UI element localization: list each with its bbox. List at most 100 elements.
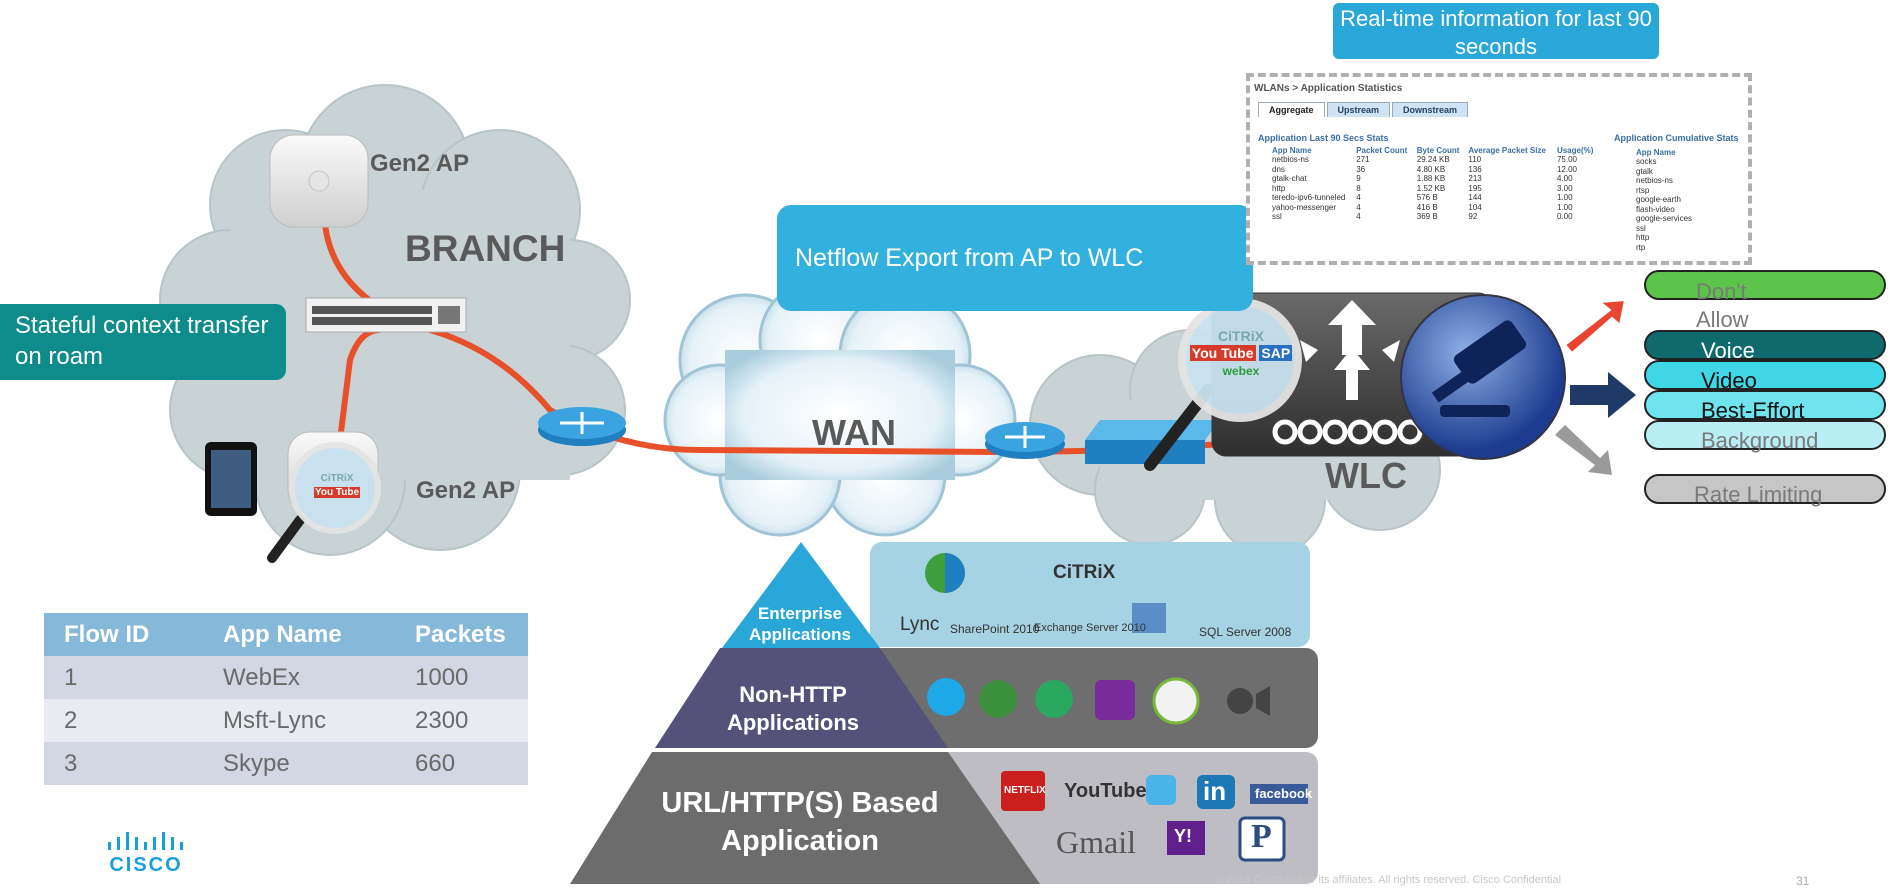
cell: http <box>1272 183 1286 193</box>
cell: flash-video <box>1636 204 1675 214</box>
cisco-logo: CISCO <box>106 832 186 875</box>
netflix-logo: NETFLIX <box>1004 785 1046 796</box>
cumulative-table: App Name socks gtalk netbios-ns rtsp goo… <box>1636 149 1740 252</box>
cell: 1.52 KB <box>1416 183 1446 193</box>
gavel-policy <box>1400 294 1566 460</box>
cell: netbios-ns <box>1272 155 1309 164</box>
facebook-logo: facebook <box>1255 786 1313 801</box>
nonhttp-app-icons <box>927 677 1270 725</box>
qos-background: Background <box>1644 420 1886 453</box>
cell: teredo-ipv6-tunneled <box>1272 193 1346 202</box>
cell: 213 <box>1468 174 1482 183</box>
cell: 4.00 <box>1556 174 1573 183</box>
qos-rate-limiting: Rate Limiting <box>1644 474 1886 507</box>
priority-arrows <box>1570 372 1636 418</box>
wlc-label: WLC <box>1325 455 1407 496</box>
cell: 3.00 <box>1556 183 1573 193</box>
cisco-bars-icon <box>108 832 183 850</box>
cell: 416 B <box>1416 202 1438 212</box>
stateful-callout: Stateful context transfer on roam <box>0 304 286 380</box>
router-branch <box>538 407 626 446</box>
qos-label: Don't Allow <box>1696 279 1749 332</box>
wan-label: WAN <box>812 412 896 453</box>
cell: 1000 <box>395 656 528 699</box>
cell: 4.80 KB <box>1416 164 1446 174</box>
netflow-callout: Netflow Export from AP to WLC <box>777 205 1253 311</box>
qos-label: Voice <box>1701 338 1755 363</box>
cell: 9 <box>1356 174 1361 183</box>
cumulative-row: google-earth <box>1636 195 1740 205</box>
cell: google-services <box>1636 214 1693 223</box>
col-usage: Usage(%) <box>1556 146 1594 155</box>
col-packet-count: Packet Count <box>1356 146 1408 155</box>
page-number: 31 <box>1796 874 1810 888</box>
cell: dns <box>1272 164 1285 174</box>
cell: 1.88 KB <box>1416 174 1446 183</box>
tab-upstream[interactable]: Upstream <box>1326 102 1391 117</box>
tab-downstream[interactable]: Downstream <box>1392 102 1469 117</box>
cell: rtp <box>1636 242 1646 252</box>
citrix-logo: CiTRiX <box>1053 562 1116 583</box>
magnifier-branch-logos: CiTRiX You Tube <box>302 472 372 500</box>
stats-row: http 8 1.52 KB 195 3.00 <box>1272 184 1602 194</box>
cell: 92 <box>1468 212 1478 221</box>
magnifier-wlc-logos: CiTRiX You Tube SAP webex <box>1186 328 1296 380</box>
qos-video: Video <box>1644 360 1886 393</box>
ap-top <box>269 134 369 228</box>
flow-table: Flow ID App Name Packets 1 WebEx 1000 2 … <box>44 613 528 785</box>
exchange-logo: Exchange Server 2010 <box>1034 622 1146 634</box>
col-byte-count: Byte Count <box>1416 146 1460 155</box>
cumulative-row: socks <box>1636 157 1740 167</box>
citrix-logo-text: CiTRiX <box>1218 328 1264 344</box>
col-cumulative-app-name: App Name <box>1636 148 1676 157</box>
cell: 75.00 <box>1556 155 1577 164</box>
col-packets: Packets <box>395 613 528 656</box>
cell: 110 <box>1468 155 1482 164</box>
cell: 1.00 <box>1556 202 1573 212</box>
enterprise-app-icons <box>925 553 1166 633</box>
qos-label: Best-Effort <box>1701 398 1805 423</box>
cell: 369 B <box>1416 212 1438 221</box>
pandora-logo: P <box>1251 818 1272 855</box>
tab-aggregate[interactable]: Aggregate <box>1258 102 1325 117</box>
cell: 8 <box>1356 183 1361 193</box>
gmail-logo: Gmail <box>1056 824 1136 860</box>
cell: 29.24 KB <box>1416 155 1450 164</box>
cell: 104 <box>1468 202 1482 212</box>
webex-logo-text: webex <box>1222 364 1260 378</box>
cell: netbios-ns <box>1636 176 1673 185</box>
cumulative-title: Application Cumulative Stats <box>1614 133 1739 143</box>
qos-label: Background <box>1701 428 1819 453</box>
pyramid <box>570 542 1318 884</box>
stats-row: gtalk-chat 9 1.88 KB 213 4.00 <box>1272 174 1602 184</box>
cell: 195 <box>1468 183 1482 193</box>
qos-label: Rate Limiting <box>1694 482 1823 507</box>
deny-arrow <box>1563 298 1627 355</box>
cumulative-row: rtp <box>1636 243 1740 253</box>
cell: yahoo-messenger <box>1272 202 1337 212</box>
cumulative-row: http <box>1636 233 1740 243</box>
yahoo-logo: Y! <box>1174 826 1192 846</box>
cell: ssl <box>1272 212 1282 221</box>
youtube-logo: YouTube <box>1064 780 1147 802</box>
cumulative-row: google-services <box>1636 214 1740 224</box>
cell: gtalk-chat <box>1272 174 1307 183</box>
table-row: 3 Skype 660 <box>44 742 528 785</box>
footer-copyright: © 2013 Cisco and/or its affiliates. All … <box>1215 874 1562 886</box>
cell: Msft-Lync <box>203 699 395 742</box>
cell: 36 <box>1356 164 1366 174</box>
cell: 1.00 <box>1556 193 1573 202</box>
cumulative-row: netbios-ns <box>1636 176 1740 186</box>
application-stats-panel: WLANs > Application Statistics Aggregate… <box>1246 73 1752 265</box>
ratelimit-arrow <box>1555 425 1612 475</box>
stats-breadcrumb: WLANs > Application Statistics <box>1254 83 1403 94</box>
last90-table: App Name Packet Count Byte Count Average… <box>1272 147 1602 222</box>
col-avg-packet-size: Average Packet Size <box>1468 146 1546 155</box>
col-app-name: App Name <box>1272 146 1312 155</box>
